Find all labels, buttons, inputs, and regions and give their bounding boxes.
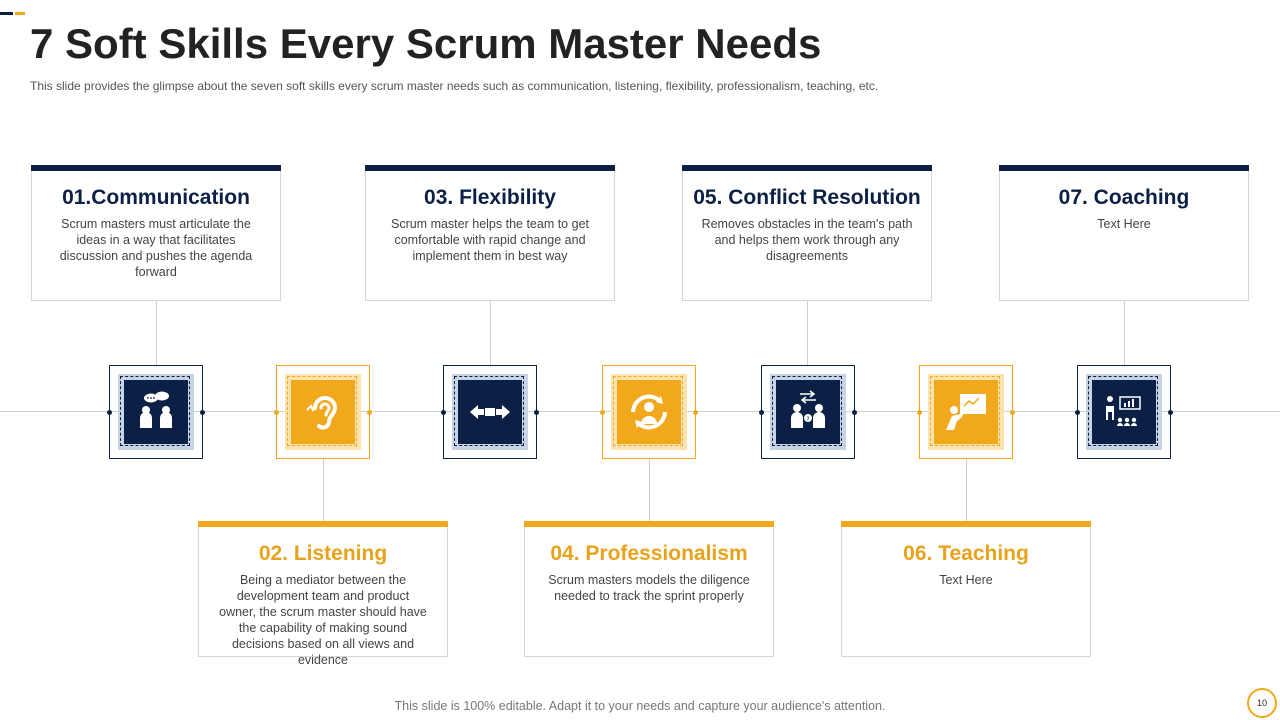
skill-card-flexibility: 03. Flexibility Scrum master helps the t… (365, 165, 615, 301)
skill-description: Being a mediator between the development… (219, 573, 427, 667)
skill-title: 07. Coaching (1058, 186, 1190, 209)
node-teaching (917, 365, 1015, 459)
skill-description: Scrum master helps the team to get comfo… (390, 217, 589, 263)
skill-title: 02. Listening (258, 542, 388, 565)
skill-title: 06. Teaching (903, 542, 1029, 565)
connector-professionalism (649, 459, 650, 521)
skill-description: Scrum masters must articulate the ideas … (59, 217, 253, 279)
professional-person-icon (617, 380, 681, 444)
skill-card-coaching: 07. Coaching Text Here (999, 165, 1249, 301)
card-accent-bar (31, 165, 281, 171)
node-dot (759, 410, 764, 415)
communication-icon (124, 380, 188, 444)
node-dot (693, 410, 698, 415)
node-dot (1075, 410, 1080, 415)
node-dot (852, 410, 857, 415)
skill-card-communication: 01.Communication Scrum masters must arti… (31, 165, 281, 301)
teaching-board-icon (934, 380, 998, 444)
skill-card-listening: 02. Listening Being a mediator between t… (198, 521, 448, 667)
page-subtitle: This slide provides the glimpse about th… (30, 79, 879, 93)
node-dot (1168, 410, 1173, 415)
card-accent-bar (841, 521, 1091, 527)
node-conflict-resolution: ? (759, 365, 857, 459)
footer-note: This slide is 100% editable. Adapt it to… (394, 699, 886, 713)
card-accent-bar (365, 165, 615, 171)
node-dot (200, 410, 205, 415)
card-accent-bar (999, 165, 1249, 171)
skill-card-professionalism: 04. Professionalism Scrum masters models… (524, 521, 774, 657)
corner-accent-gold (15, 12, 25, 15)
skill-description: Text Here (1097, 217, 1151, 231)
node-dot (274, 410, 279, 415)
skill-description: Text Here (939, 573, 993, 587)
node-dot (534, 410, 539, 415)
node-communication (107, 365, 205, 459)
skill-card-teaching: 06. Teaching Text Here (841, 521, 1091, 657)
node-dot (600, 410, 605, 415)
page-number-badge: 10 (1247, 688, 1277, 718)
node-dot (107, 410, 112, 415)
node-dot (367, 410, 372, 415)
conflict-resolution-icon: ? (776, 380, 840, 444)
connector-coaching (1124, 300, 1125, 365)
skill-title: 03. Flexibility (424, 186, 556, 209)
skill-card-conflict-resolution: 05. Conflict Resolution Removes obstacle… (682, 165, 932, 301)
connector-conflict-resolution (807, 300, 808, 365)
ear-icon (291, 380, 355, 444)
node-coaching (1075, 365, 1173, 459)
skill-description: Scrum masters models the diligence neede… (548, 573, 750, 603)
skill-title: 05. Conflict Resolution (693, 186, 921, 209)
corner-accent-navy (0, 12, 13, 15)
node-dot (1010, 410, 1015, 415)
skill-title: 04. Professionalism (550, 542, 748, 565)
connector-flexibility (490, 300, 491, 365)
node-dot (917, 410, 922, 415)
skill-title: 01.Communication (62, 186, 250, 209)
card-accent-bar (524, 521, 774, 527)
skill-description: Removes obstacles in the team's path and… (701, 217, 913, 263)
svg-text:?: ? (806, 416, 809, 423)
connector-teaching (966, 459, 967, 521)
node-flexibility (441, 365, 539, 459)
connector-listening (323, 459, 324, 521)
connector-communication (156, 300, 157, 365)
node-listening (274, 365, 372, 459)
node-dot (441, 410, 446, 415)
flexibility-arrows-icon (458, 380, 522, 444)
card-accent-bar (198, 521, 448, 527)
node-professionalism (600, 365, 698, 459)
coaching-presentation-icon (1092, 380, 1156, 444)
page-title: 7 Soft Skills Every Scrum Master Needs (30, 20, 822, 67)
card-accent-bar (682, 165, 932, 171)
